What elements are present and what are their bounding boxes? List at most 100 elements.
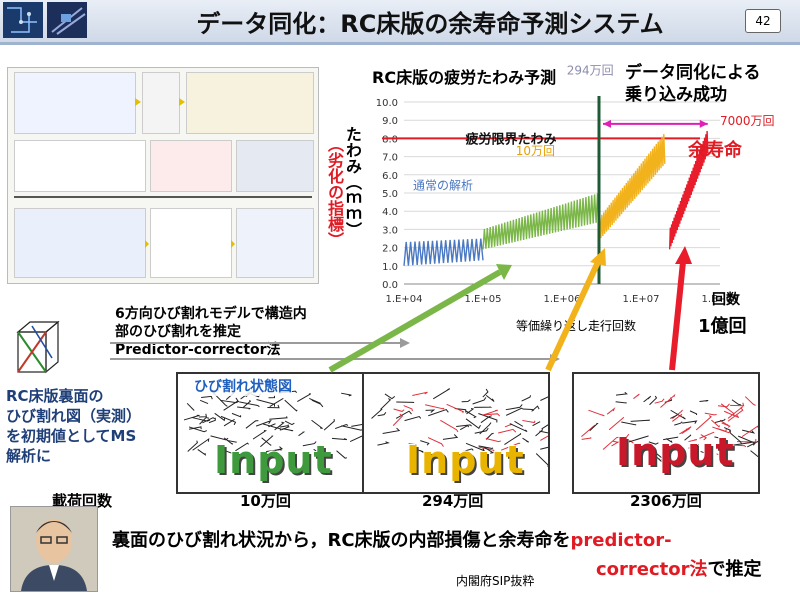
crack-panel-23060k: Input <box>572 372 760 494</box>
y-tick-label: 6.0 <box>382 171 398 182</box>
conclusion-statement-line2: corrector法で推定 <box>596 555 762 581</box>
crack-line <box>721 422 731 428</box>
crack-line <box>535 453 548 467</box>
crack-line <box>192 417 211 422</box>
crack-line <box>442 434 459 440</box>
y-tick-label: 0.0 <box>382 280 398 291</box>
crack-line <box>208 417 216 424</box>
chart-title: RC床版の疲労たわみ予測 <box>372 68 557 87</box>
series-label-100k: 10万回 <box>516 144 555 158</box>
crack-line <box>382 427 401 434</box>
crack-line <box>425 409 436 413</box>
crack-line <box>282 428 294 432</box>
shrinkage-model-sketch <box>14 72 136 134</box>
crack-line <box>440 419 459 433</box>
crack-line <box>349 435 362 442</box>
crack-line <box>621 421 637 426</box>
remaining-life-label: 余寿命 <box>688 140 742 161</box>
y-tick-label: 10.0 <box>376 98 398 109</box>
fracture-sketch <box>150 140 232 192</box>
crack-line <box>474 406 493 408</box>
y-tick-label: 1.0 <box>382 262 398 273</box>
crack-line <box>237 406 251 410</box>
crack-line <box>214 412 226 422</box>
span-label: 7000万回 <box>720 114 775 128</box>
crack-line <box>628 435 649 443</box>
crack-line <box>313 448 325 458</box>
crack-line <box>227 439 237 443</box>
crack-panel-2940k: Input <box>362 372 550 494</box>
crack-line <box>384 393 396 400</box>
series-label-normal: 通常の解析 <box>413 178 473 192</box>
crack-line <box>199 416 210 425</box>
crack-line <box>714 436 727 441</box>
crack-line <box>723 427 731 433</box>
y-tick-label: 4.0 <box>382 207 398 218</box>
crack-line <box>252 429 268 440</box>
crack-line <box>225 450 236 455</box>
crack-line <box>331 437 348 441</box>
crack-line <box>377 441 390 446</box>
crack-line <box>446 403 465 413</box>
crack-line <box>741 425 758 438</box>
input-label-yellow: Input <box>406 438 525 482</box>
crack-line <box>465 418 481 430</box>
crack-line <box>688 439 698 443</box>
crack-line <box>255 419 272 427</box>
crack-line <box>465 410 477 419</box>
crack-line <box>532 421 541 427</box>
x-tick-label: 1.E+05 <box>465 294 502 305</box>
header-band <box>0 0 800 45</box>
crack-line <box>679 426 692 435</box>
crack-line <box>425 404 445 410</box>
conclusion-part1: 裏面のひび割れ状況から，RC床版の内部損傷と余寿命を <box>112 530 571 551</box>
load-count-row-label: 載荷回数 <box>52 492 113 510</box>
crack-line <box>630 419 651 422</box>
crack-line <box>245 420 259 429</box>
crack-line <box>186 402 195 411</box>
crack-line <box>483 446 495 454</box>
crack-line <box>263 423 282 431</box>
crack-line <box>602 436 620 450</box>
model-note: 6方向ひび割れモデルで構造内 部のひび割れを推定 Predictor-corre… <box>115 306 307 358</box>
crack-line <box>432 388 451 400</box>
crack-line <box>663 436 679 441</box>
crack-line <box>187 440 198 452</box>
assimilation-success-note: データ同化による 乗り込み成功 <box>625 63 761 105</box>
crack-line <box>395 410 412 419</box>
crack-line <box>606 407 616 415</box>
crack-line <box>652 453 662 462</box>
crack-line <box>483 409 498 416</box>
crack-line <box>670 413 679 419</box>
crack-line <box>482 388 489 398</box>
crack-line <box>202 417 216 424</box>
crack-line <box>531 405 540 412</box>
crack-line <box>220 399 240 404</box>
crack-line <box>404 415 422 422</box>
crack-line <box>223 397 239 411</box>
crack-line <box>711 419 721 428</box>
crack-line <box>412 391 428 396</box>
crack-panel-100k: ひび割れ状態図 Input <box>176 372 364 494</box>
crack-line <box>256 398 276 407</box>
crack-line <box>700 450 709 457</box>
crack-line <box>665 438 673 444</box>
crack-line <box>737 439 757 443</box>
crack-line <box>480 415 492 424</box>
crack-line <box>419 450 433 460</box>
crack-line <box>504 432 522 445</box>
crack-line <box>188 426 208 433</box>
measured-crack-note: RC床版裏面の ひび割れ図（実測） を初期値としてMS 解析に <box>6 387 142 465</box>
crack-line <box>302 441 317 447</box>
conclusion-highlight2: corrector法 <box>596 559 708 580</box>
crack-line <box>428 408 449 417</box>
crack-line <box>689 410 698 416</box>
crack-line <box>403 405 413 412</box>
page-number: 42 <box>745 9 781 33</box>
crack-line <box>540 435 548 441</box>
series-label-2940k: 294万回 <box>567 64 614 78</box>
span-arrow-head-left <box>602 119 611 128</box>
crack-line <box>336 450 348 459</box>
crack-line <box>223 418 235 427</box>
crack-line <box>474 427 489 434</box>
